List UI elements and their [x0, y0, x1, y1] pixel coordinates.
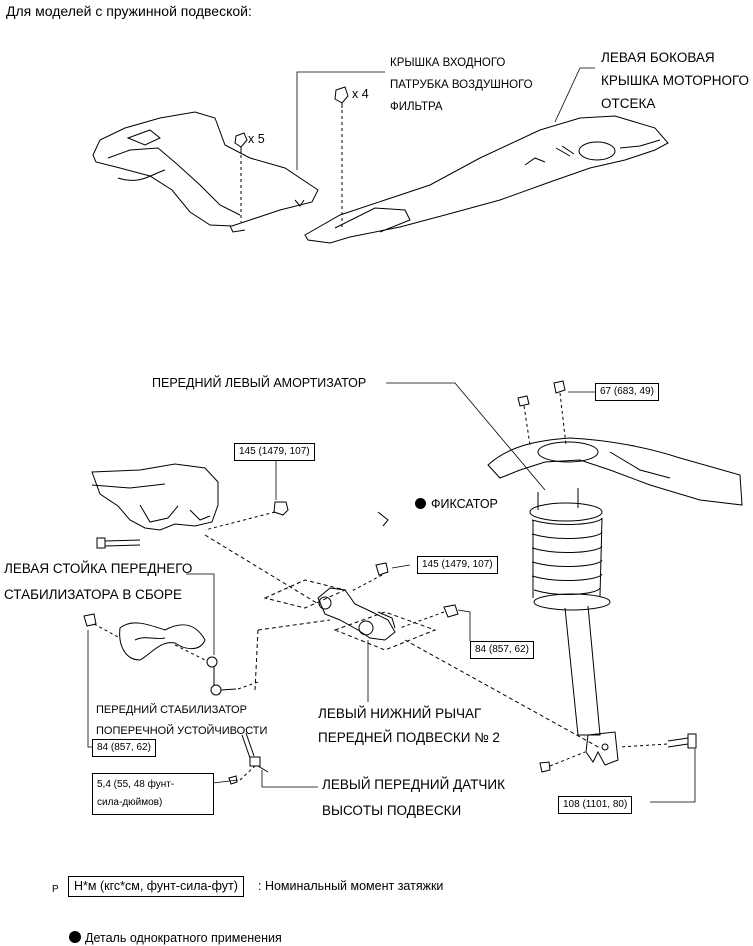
legend-torque-desc: : Номинальный момент затяжки	[258, 879, 444, 893]
torque-84a-box: 84 (857, 62)	[92, 739, 156, 757]
legend-non-reusable-text: Деталь однократного применения	[85, 931, 282, 945]
height-sensor-line: ЛЕВЫЙ ПЕРЕДНИЙ ДАТЧИК	[322, 777, 505, 792]
left-side-cover-part	[304, 115, 669, 244]
torque-54-line: сила-дюймов)	[97, 797, 163, 808]
torque-145b-box: 145 (1479, 107)	[417, 556, 498, 574]
height-sensor-line: ВЫСОТЫ ПОДВЕСКИ	[322, 803, 462, 818]
torque-67-box: 67 (683, 49)	[595, 383, 659, 401]
left-side-cover-line: ЛЕВАЯ БОКОВАЯ	[601, 50, 715, 65]
torque-108-box: 108 (1101, 80)	[558, 796, 633, 814]
legend-marker: P	[52, 884, 59, 895]
legend-torque-unit-box: Н*м (кгс*см, фунт-сила-фут)	[68, 876, 244, 897]
air-intake-cover-line: ПАТРУБКА ВОЗДУШНОГО	[390, 79, 533, 91]
retainer-text: ФИКСАТОР	[431, 497, 498, 511]
body-mount-part	[487, 437, 743, 506]
header-caption: Для моделей с пружинной подвеской:	[6, 3, 252, 19]
stabilizer-bar-part	[119, 622, 206, 661]
stabilizer-bar-line: ПОПЕРЕЧНОЙ УСТОЙЧИВОСТИ	[96, 725, 268, 737]
lower-arm-line: ЛЕВЫЙ НИЖНИЙ РЫЧАГ	[318, 706, 482, 721]
sensor-bolt-icon	[228, 775, 238, 785]
clip-x5-icon	[234, 132, 248, 153]
left-side-cover-label: ЛЕВАЯ БОКОВАЯ КРЫШКА МОТОРНОГО ОТСЕКА	[601, 46, 749, 115]
clip-x4-label: x 4	[352, 87, 369, 101]
stabilizer-bar-label: ПЕРЕДНИЙ СТАБИЛИЗАТОР ПОПЕРЕЧНОЙ УСТОЙЧИ…	[96, 700, 267, 742]
air-intake-cover-line: ФИЛЬТРА	[390, 101, 443, 113]
height-sensor-label: ЛЕВЫЙ ПЕРЕДНИЙ ДАТЧИК ВЫСОТЫ ПОДВЕСКИ	[322, 772, 505, 824]
air-intake-cover-part	[92, 111, 319, 233]
air-intake-cover-label: КРЫШКА ВХОДНОГО ПАТРУБКА ВОЗДУШНОГО ФИЛЬ…	[390, 52, 533, 118]
nut-67b-icon	[553, 380, 566, 394]
legend-dot-icon	[69, 931, 81, 943]
bolt-108-icon	[667, 733, 697, 749]
lower-arm-label: ЛЕВЫЙ НИЖНИЙ РЫЧАГ ПЕРЕДНЕЙ ПОДВЕСКИ № 2	[318, 702, 500, 750]
nut-84a-icon	[83, 613, 97, 627]
retainer-icon	[377, 511, 389, 527]
stabilizer-link-line: СТАБИЛИЗАТОРА В СБОРЕ	[4, 587, 183, 602]
frame-bolt-icon	[96, 537, 141, 549]
clip-x4-icon	[334, 86, 349, 108]
torque-84b-box: 84 (857, 62)	[470, 641, 534, 659]
stabilizer-bar-line: ПЕРЕДНИЙ СТАБИЛИЗАТОР	[96, 704, 247, 716]
nut-145a-icon	[273, 501, 289, 516]
non-reusable-dot-icon	[415, 498, 426, 509]
nut-84b-icon	[443, 604, 459, 618]
torque-54-line: 5,4 (55, 48 фунт-	[97, 779, 175, 790]
torque-145a-box: 145 (1479, 107)	[234, 443, 315, 461]
stabilizer-link-line: ЛЕВАЯ СТОЙКА ПЕРЕДНЕГО	[4, 561, 193, 576]
left-side-cover-line: КРЫШКА МОТОРНОГО	[601, 73, 750, 88]
retainer-label: ФИКСАТОР	[415, 498, 498, 511]
subframe-part	[91, 463, 219, 531]
nut-108-icon	[539, 761, 551, 773]
legend-non-reusable: Деталь однократного применения	[69, 931, 282, 945]
stabilizer-link-part	[206, 656, 237, 696]
nut-67a-icon	[517, 395, 530, 407]
torque-54-box: 5,4 (55, 48 фунт- сила-дюймов)	[92, 773, 214, 815]
stabilizer-link-label: ЛЕВАЯ СТОЙКА ПЕРЕДНЕГО СТАБИЛИЗАТОРА В С…	[4, 556, 192, 608]
shock-absorber-label: ПЕРЕДНИЙ ЛЕВЫЙ АМОРТИЗАТОР	[152, 376, 367, 390]
left-side-cover-line: ОТСЕКА	[601, 96, 656, 111]
clip-x5-label: x 5	[248, 132, 265, 146]
shock-absorber-part	[529, 488, 619, 766]
air-intake-cover-line: КРЫШКА ВХОДНОГО	[390, 57, 506, 69]
lower-arm-part	[317, 587, 396, 641]
nut-145b-icon	[375, 562, 389, 576]
lower-arm-line: ПЕРЕДНЕЙ ПОДВЕСКИ № 2	[318, 730, 500, 745]
